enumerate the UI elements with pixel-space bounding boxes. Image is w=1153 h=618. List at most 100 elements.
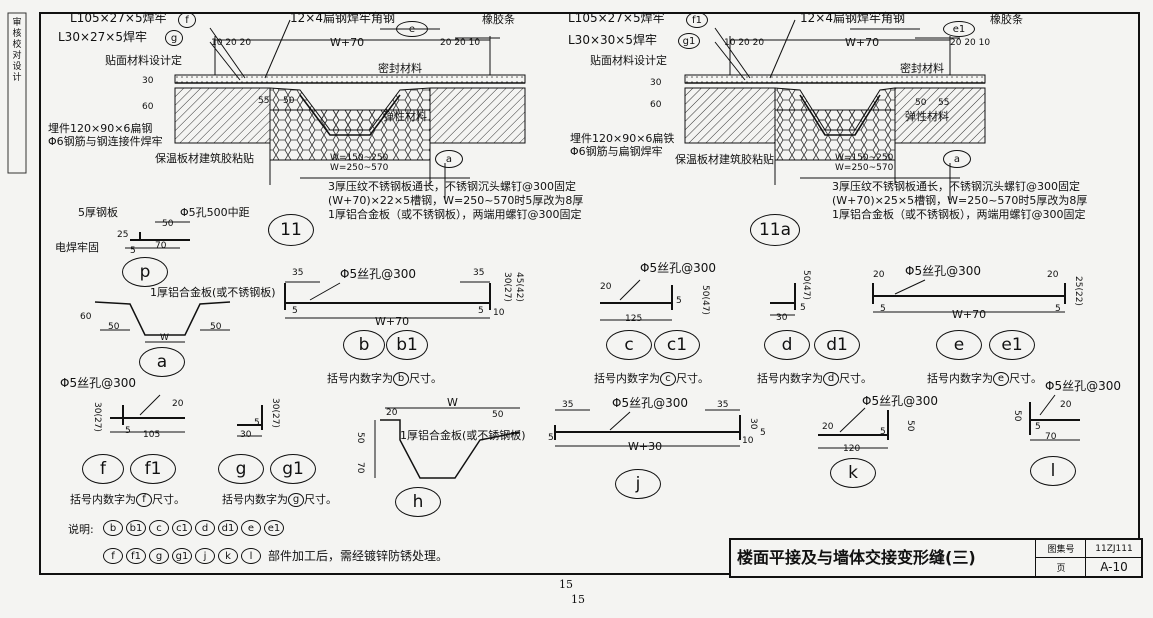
rebar-label: Φ6钢筋与钢连接件焊牢 bbox=[48, 135, 163, 148]
note1: 3厚压纹不锈钢板通长，不锈钢沉头螺钉@300固定 bbox=[328, 180, 576, 193]
notes-row2-text: 部件加工后，需经镀锌防锈处理。 bbox=[268, 548, 449, 563]
callout-g-text: L30×27×5焊牢 bbox=[58, 30, 147, 44]
ref-g1-bubble: g1 bbox=[678, 33, 700, 49]
d-cap-ref: d bbox=[823, 372, 839, 386]
embed-label: 埋件120×90×6扁钢 bbox=[48, 122, 153, 135]
e-d5b: 5 bbox=[1055, 304, 1061, 314]
part-b1-label: b1 bbox=[386, 330, 428, 360]
angle-label: 12×4扁钢焊牢角钢 bbox=[290, 11, 395, 25]
p-d70: 70 bbox=[155, 241, 167, 251]
detail-11a-label: 11a bbox=[750, 214, 800, 246]
note-part-ref: d bbox=[195, 520, 215, 536]
part-b-label: b bbox=[343, 330, 385, 360]
part-d-drawing bbox=[770, 283, 796, 316]
p-plate: 5厚钢板 bbox=[78, 206, 118, 219]
k-d120: 120 bbox=[843, 444, 861, 454]
f-d5: 5 bbox=[125, 426, 131, 436]
side-stamp: 审核 校对 设计 bbox=[12, 18, 22, 83]
e-d20b: 20 bbox=[1047, 270, 1059, 280]
f-d30: 30(27) bbox=[92, 402, 102, 432]
b-d45: 45(42) bbox=[514, 272, 524, 302]
part-c1-label: c1 bbox=[654, 330, 700, 360]
note-part-ref: f1 bbox=[126, 548, 146, 564]
b-d35b: 35 bbox=[473, 268, 485, 278]
g-cap-ref: g bbox=[288, 493, 304, 507]
part-a-drawing bbox=[94, 301, 231, 343]
b-cap-pre: 括号内数字为 bbox=[327, 372, 393, 385]
e-d20a: 20 bbox=[873, 270, 885, 280]
elastic-label: 弹性材料 bbox=[383, 110, 427, 123]
title-text: 楼面平接及与墙体交接变形缝(三) bbox=[737, 548, 976, 567]
part-d1-label: d1 bbox=[814, 330, 860, 360]
part-l-label: l bbox=[1030, 456, 1076, 486]
j-d5a: 5 bbox=[548, 433, 554, 443]
seal-label-11a: 密封材料 bbox=[900, 62, 944, 75]
f-d105: 105 bbox=[143, 430, 161, 440]
e-dw: W+70 bbox=[952, 308, 987, 321]
insul-label-11a: 保温板材建筑胶粘贴 bbox=[675, 153, 774, 166]
p-hole: Φ5孔500中距 bbox=[180, 206, 250, 219]
sheet-frame bbox=[39, 12, 1140, 575]
dim-30: 30 bbox=[142, 76, 154, 86]
c-cap-post: 尺寸。 bbox=[676, 372, 709, 385]
note-part-ref: b1 bbox=[126, 520, 146, 536]
k-hole: Φ5丝孔@300 bbox=[862, 394, 938, 408]
dim-60-11a: 60 bbox=[650, 100, 662, 110]
part-g1-label: g1 bbox=[270, 454, 316, 484]
dim-w70: W+70 bbox=[330, 36, 365, 49]
b-d10: 10 bbox=[493, 308, 505, 318]
j-hole: Φ5丝孔@300 bbox=[612, 396, 688, 410]
part-a-label: a bbox=[139, 347, 185, 377]
c-d50: 50(47) bbox=[700, 285, 710, 315]
b-cap-post: 尺寸。 bbox=[409, 372, 442, 385]
e-cap-post: 尺寸。 bbox=[1009, 372, 1042, 385]
part-f1-label: f1 bbox=[130, 454, 176, 484]
callout-f-text: L105×27×5焊牢 bbox=[70, 11, 167, 25]
ref-g-bubble: g bbox=[165, 30, 183, 46]
j-d5b: 5 bbox=[760, 428, 766, 438]
h-d70: 70 bbox=[355, 462, 365, 474]
part-h-drawing bbox=[374, 407, 521, 479]
part-b-drawing bbox=[284, 281, 491, 319]
p-weld: 电焊牢固 bbox=[55, 241, 99, 254]
callout-g1-text: L30×30×5焊牢 bbox=[568, 33, 657, 47]
part-c-label: c bbox=[606, 330, 652, 360]
j-d10: 10 bbox=[742, 436, 754, 446]
dims-left-11a: 10 20 20 bbox=[724, 38, 765, 48]
embed-label-11a: 埋件120×90×6扁铁 bbox=[570, 132, 675, 145]
note3-11a: 1厚铝合金板（或不锈钢板），两端用螺钉@300固定 bbox=[832, 208, 1086, 221]
page-code: A-10 bbox=[1085, 558, 1142, 576]
dim-55: 55 bbox=[258, 96, 270, 106]
note-part-ref: c bbox=[149, 520, 169, 536]
l-d5: 5 bbox=[1035, 422, 1041, 432]
note-part-ref: f bbox=[103, 548, 123, 564]
w-range2: W=250~570 bbox=[330, 163, 389, 173]
h-d20: 20 bbox=[386, 408, 398, 418]
e-hole: Φ5丝孔@300 bbox=[905, 264, 981, 278]
note-part-ref: b bbox=[103, 520, 123, 536]
detail-11-section bbox=[174, 19, 526, 200]
part-d-label: d bbox=[764, 330, 810, 360]
g-d30: 30(27) bbox=[270, 398, 280, 428]
rubber-label-11a: 橡胶条 bbox=[990, 13, 1023, 26]
d-cap-post: 尺寸。 bbox=[839, 372, 872, 385]
elastic-label-11a: 弹性材料 bbox=[905, 110, 949, 123]
d-d5: 5 bbox=[800, 303, 806, 313]
e-d5a: 5 bbox=[880, 304, 886, 314]
seal-label: 密封材料 bbox=[378, 62, 422, 75]
g-d5: 5 bbox=[254, 418, 260, 428]
k-d50: 50 bbox=[905, 420, 915, 432]
j-d35a: 35 bbox=[562, 400, 574, 410]
b-dw: W+70 bbox=[375, 315, 410, 328]
c-d125: 125 bbox=[625, 314, 643, 324]
ref-e1-bubble: e1 bbox=[943, 21, 975, 37]
w-range2-11a: W=250~570 bbox=[835, 163, 894, 173]
k-d20: 20 bbox=[822, 422, 834, 432]
